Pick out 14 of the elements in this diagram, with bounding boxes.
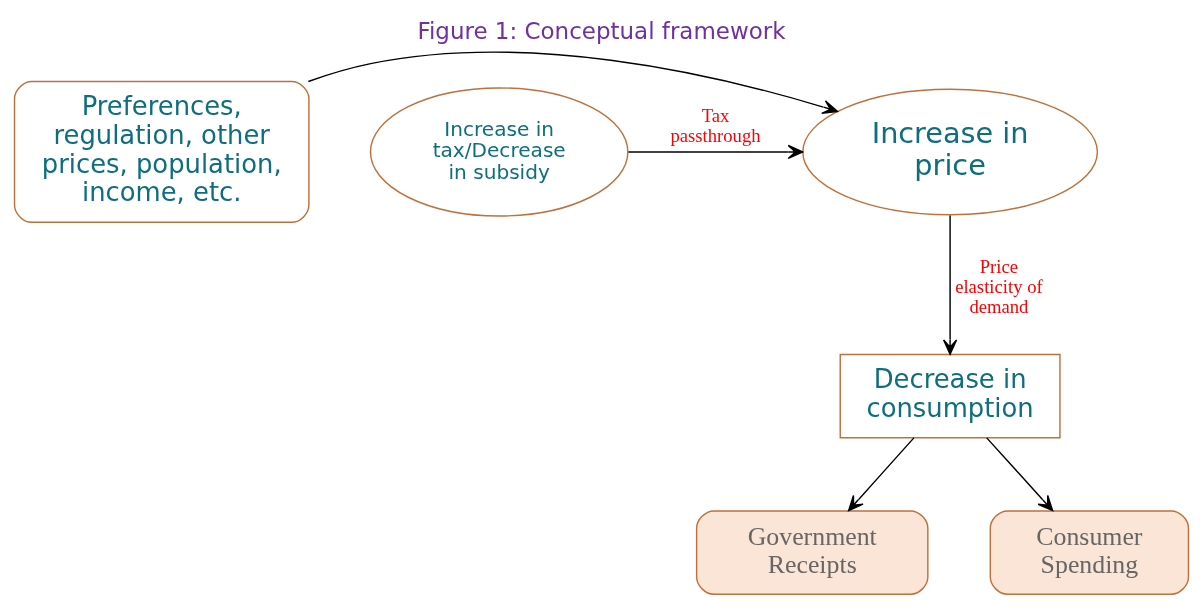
- node-box: Government Receipts: [695, 509, 929, 595]
- edge-label: Price elasticity of demand: [955, 255, 1043, 317]
- node-box: Preferences, regulation, other prices, population, income, etc.: [13, 80, 310, 223]
- node-box: Decrease in consumption: [839, 353, 1061, 438]
- arrow: [627, 144, 804, 159]
- arrow: [307, 50, 839, 114]
- arrow: [942, 214, 958, 355]
- diagram-title: Figure 1: Conceptual framework: [417, 17, 786, 44]
- edge-label: Tax passthrough: [670, 104, 761, 146]
- node-box: Consumer Spending: [989, 509, 1190, 595]
- arrow: [986, 436, 1054, 511]
- arrow: [848, 436, 915, 511]
- node-ellipse: Increase in price: [802, 88, 1099, 215]
- node-ellipse: Increase in tax/Decrease in subsidy: [369, 86, 629, 217]
